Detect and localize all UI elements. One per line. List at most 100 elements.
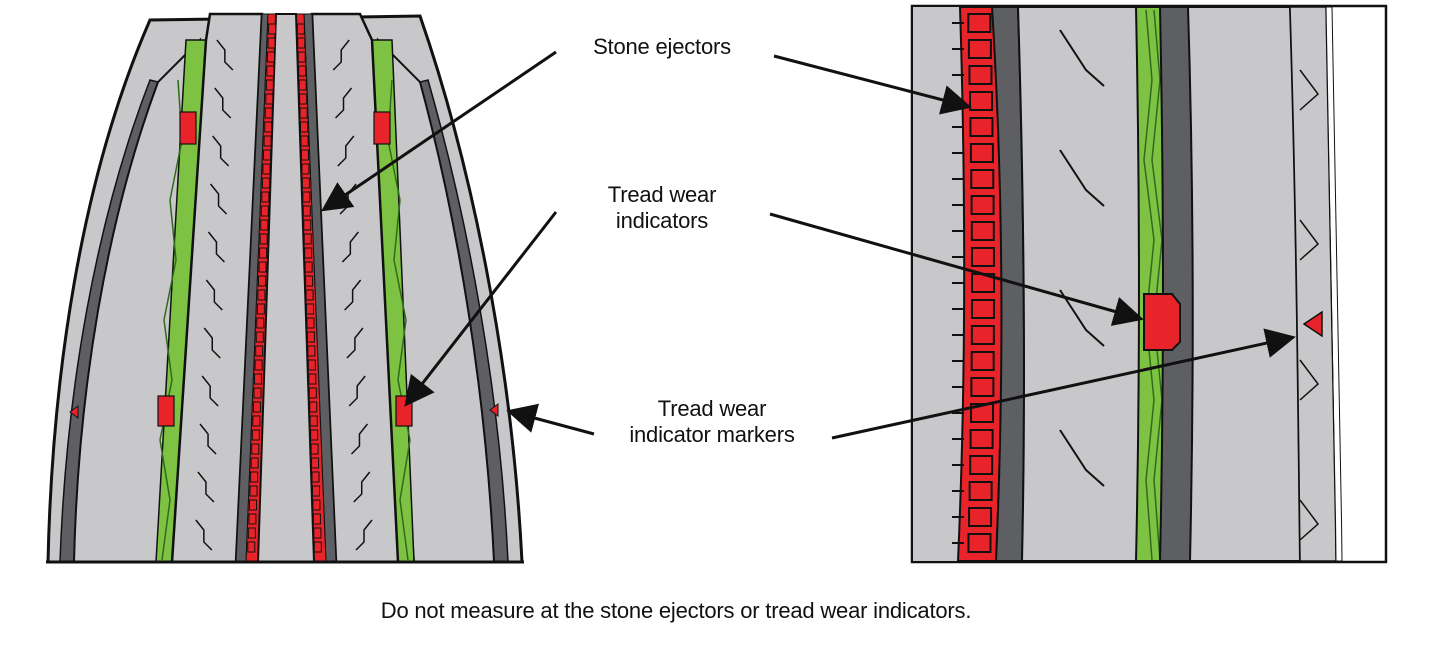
stone-ejector-block [297,51,306,63]
close-up-sipe [1299,359,1320,401]
sipe [195,519,213,551]
stone-ejector-block [261,177,270,189]
stone-ejector-block [258,261,267,273]
stone-ejector-block [256,303,265,315]
stone-ejector-block [268,23,277,35]
stone-ejector-block [304,247,313,259]
stone-ejector-block [307,359,316,371]
stone-ejector-block [310,429,319,441]
tread-wear-indicator [373,111,391,145]
close-up-ejector-block [970,195,995,215]
stone-ejector-block [254,373,263,385]
stone-ejector-block [301,177,310,189]
close-up-sipe [1059,29,1105,87]
arrow-marker-right [831,328,1296,440]
sipe [341,231,359,263]
stone-ejector-block [247,527,256,539]
stone-ejector-block [247,541,256,553]
stone-ejector-block [266,65,275,77]
tread-wear-indicator-marker [69,405,79,419]
sipe [348,375,366,407]
stone-ejector-block [254,359,263,371]
stone-ejector-block [267,37,276,49]
close-up-sipe [1059,429,1105,487]
sipe [332,39,350,71]
stone-ejector-block [252,401,261,413]
close-up-ejector-block [968,65,993,85]
close-up-ejector-block [970,169,995,189]
stone-ejector-block [304,261,313,273]
tread-wear-indicator [179,111,197,145]
close-up-ejector-block [970,299,995,319]
stone-ejector-block [265,93,274,105]
stone-ejector-block [256,317,265,329]
leader-arrows [321,50,1296,440]
close-up-ejector-block [970,351,995,371]
stone-ejector-block [253,387,262,399]
stone-ejector-block [263,149,272,161]
arrow-stone-ejector-right [773,54,972,115]
stone-ejector-block [312,499,321,511]
label-tread-wear-indicators: Tread wear indicators [607,182,717,233]
stone-ejector-block [263,135,272,147]
stone-ejector-block [305,275,314,287]
stone-ejector-block [299,93,308,105]
stone-ejector-block [303,233,312,245]
sipe [344,279,362,311]
close-up-ejector-block [970,377,995,397]
close-up-ejector-block [968,481,993,501]
stone-ejector-block [257,275,266,287]
label-stone-ejectors: Stone ejectors [593,34,731,59]
stone-ejector-block [248,513,257,525]
sipe [350,423,369,455]
close-up-ejector-block [967,533,992,553]
stone-ejector-block [306,317,315,329]
stone-ejector-block [248,499,257,511]
close-up-sipe [1299,219,1320,261]
stone-ejector-block [259,233,268,245]
stone-ejector-block [249,485,258,497]
close-up-sipe [1299,69,1320,111]
tread-wear-indicator-marker [489,403,499,417]
stone-ejector-block [298,79,307,91]
stone-ejector-block [300,135,309,147]
close-up-ejector-block [970,247,995,267]
stone-ejector-block [266,51,275,63]
sipe [346,327,364,359]
close-up-ejector-block [968,507,993,527]
stone-ejector-block [257,289,266,301]
stone-ejector-block [260,205,269,217]
label-tread-wear-indicator-markers: Tread wear indicator markers [629,396,795,447]
stone-ejector-blocks [247,23,322,553]
sipe [205,279,223,311]
stone-ejector-block [255,331,264,343]
stone-ejector-block [298,65,307,77]
stone-ejector-block [307,345,316,357]
sipe [216,39,234,71]
sipe [353,471,371,503]
arrow-stone-ejector-left [321,50,557,212]
close-up-tread-wear-indicator [1143,293,1181,351]
stone-ejector-block [311,471,320,483]
close-up-stone-ejectors [952,13,995,553]
sipe [212,135,230,167]
stone-ejector-block [251,443,260,455]
stone-ejector-block [308,387,317,399]
stone-ejector-block [303,219,312,231]
close-up-ejector-block [969,117,994,137]
close-up-ejector-block [970,221,995,241]
sipe [214,87,232,119]
stone-ejector-block [310,443,319,455]
close-up-ejector-block [969,143,994,163]
sipe [337,135,355,167]
sipe [355,519,373,551]
close-up-ejector-block [968,91,993,111]
stone-ejector-block [302,191,311,203]
stone-ejector-block [308,373,317,385]
stone-ejector-block [306,303,315,315]
stone-ejector-block [259,247,268,259]
stone-ejector-block [297,37,306,49]
stone-ejector-block [261,191,270,203]
close-up-ejector-block [969,455,994,475]
